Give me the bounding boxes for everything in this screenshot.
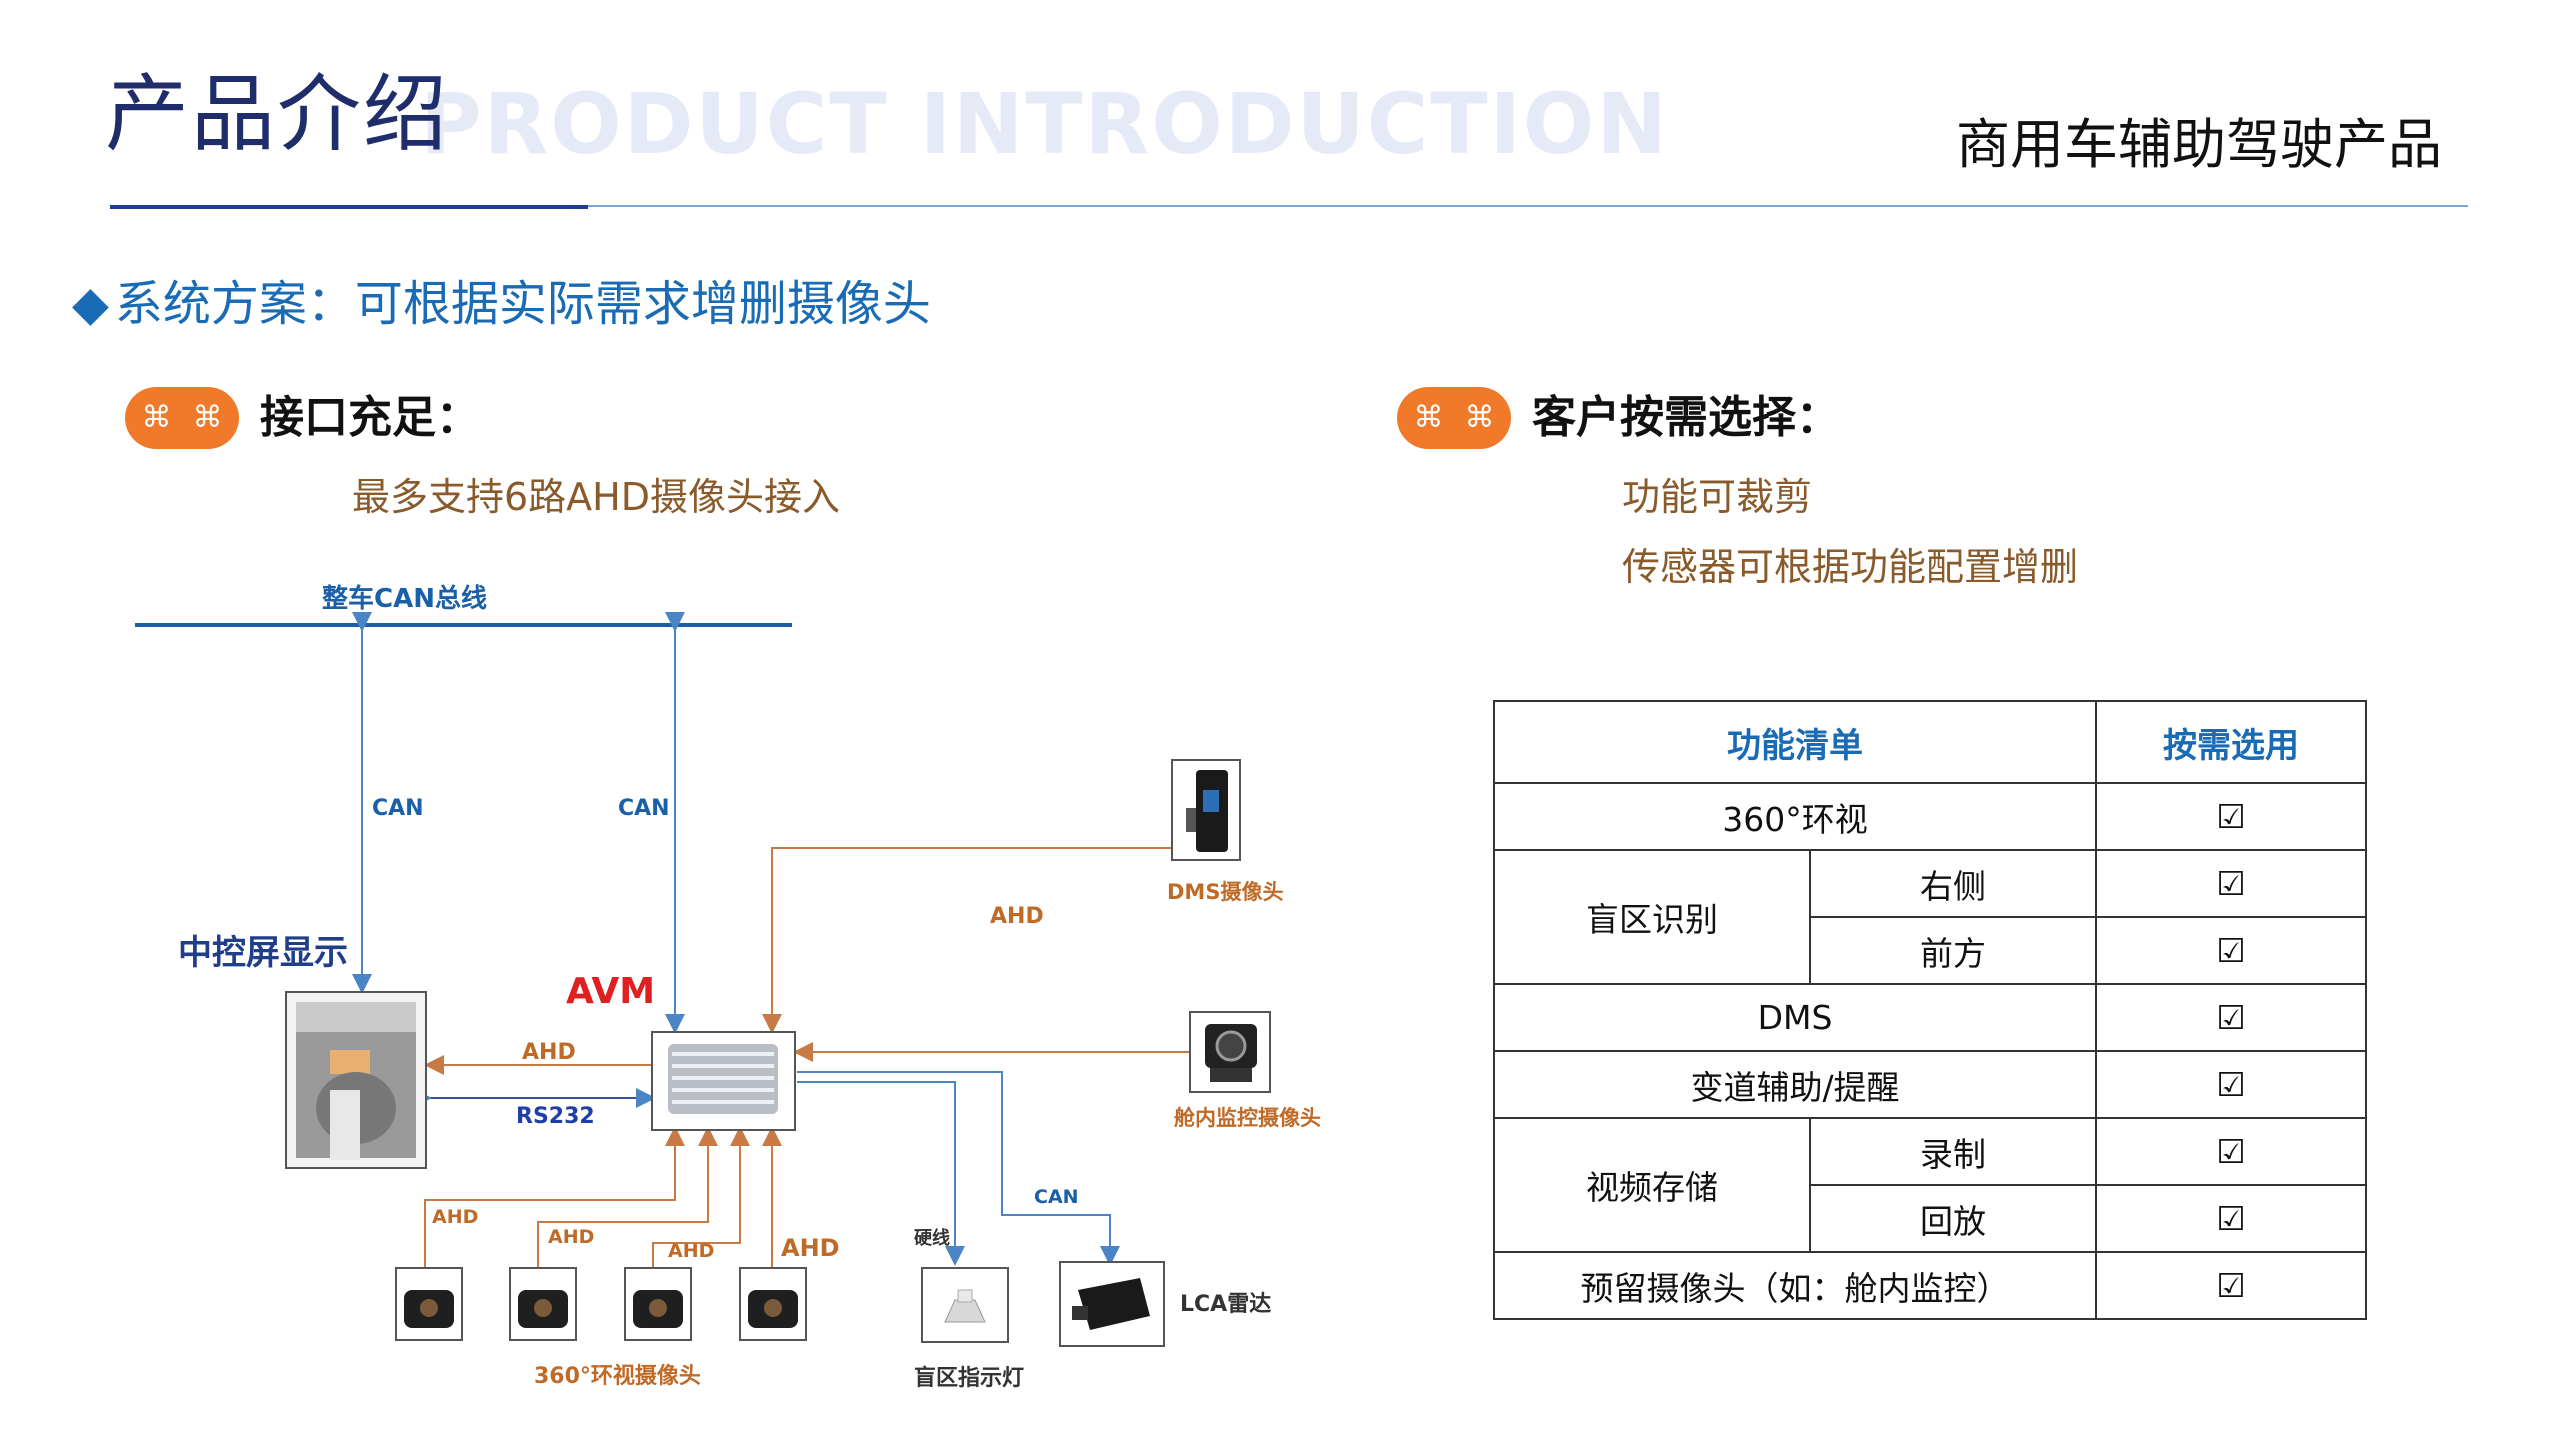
feature-group-cell: 视频存储 [1493, 1117, 1811, 1253]
central-display-device [285, 991, 427, 1169]
table-row: 回放 ☑ [1494, 1184, 2367, 1253]
avm-label: AVM [566, 971, 656, 1012]
feature-cell: 360°环视 [1493, 782, 2097, 851]
knot-icon: ⌘ [192, 400, 223, 435]
interface-heading: 接口充足： [260, 392, 480, 443]
ahd-label-dms: AHD [990, 904, 1044, 929]
knot-icon: ⌘ [1413, 400, 1444, 435]
product-category-title: 商用车辅助驾驶产品 [1956, 113, 2442, 176]
central-display-label: 中控屏显示 [178, 933, 348, 973]
check-icon: ☑ [2095, 1117, 2367, 1186]
header-rule [588, 205, 2468, 207]
can-label-left: CAN [372, 796, 424, 821]
hardwire-link [797, 1081, 965, 1266]
feature-table: 功能清单 按需选用 360°环视 ☑ 盲区识别 右侧 ☑ 前方 ☑ DMS ☑ … [1493, 700, 2367, 1320]
avm-unit [651, 1031, 796, 1131]
blind-light-label: 盲区指示灯 [914, 1366, 1025, 1391]
section-heading-text: 系统方案：可根据实际需求增删摄像头 [114, 276, 931, 332]
check-icon: ☑ [2095, 849, 2367, 918]
feature-cell: DMS [1493, 983, 2097, 1052]
check-icon: ☑ [2095, 1050, 2367, 1119]
blind-spot-light-device [921, 1267, 1009, 1343]
feature-group-cell: 盲区识别 [1493, 849, 1811, 985]
choice-line-1: 功能可裁剪 [1622, 475, 1813, 519]
badge-icon: ⌘⌘ [125, 387, 239, 449]
choice-line-2: 传感器可根据功能配置增删 [1622, 545, 2079, 589]
knot-icon: ⌘ [141, 400, 172, 435]
table-row: 360°环视 ☑ [1493, 782, 2367, 851]
title-english-watermark: PRODUCT INTRODUCTION [420, 75, 1669, 173]
surround-camera-2 [509, 1267, 577, 1341]
rs232-label: RS232 [516, 1104, 595, 1129]
feature-sub-cell: 右侧 [1809, 849, 2097, 918]
header-optional: 按需选用 [2095, 700, 2367, 784]
check-icon: ☑ [2095, 1184, 2367, 1253]
cabin-camera-label: 舱内监控摄像头 [1174, 1106, 1321, 1130]
feature-cell: 变道辅助/提醒 [1493, 1050, 2097, 1119]
surround-camera-3 [624, 1267, 692, 1341]
feature-sub-cell: 前方 [1809, 916, 2097, 985]
dms-camera-label: DMS摄像头 [1167, 880, 1284, 904]
lca-radar-device [1059, 1261, 1165, 1347]
check-icon: ☑ [2095, 916, 2367, 985]
table-header-row: 功能清单 按需选用 [1493, 700, 2367, 784]
ahd-link-dms [762, 847, 1172, 1034]
table-row: 预留摄像头（如：舱内监控） ☑ [1493, 1251, 2367, 1320]
header-feature-list: 功能清单 [1493, 700, 2097, 784]
can-label-lca: CAN [1034, 1186, 1079, 1208]
ahd-link-cam1 [424, 1126, 685, 1268]
ahd-link-cam3 [652, 1126, 750, 1268]
can-bus-label: 整车CAN总线 [322, 584, 487, 614]
feature-sub-cell: 录制 [1809, 1117, 2097, 1186]
can-label-mid: CAN [618, 796, 670, 821]
table-row: DMS ☑ [1493, 983, 2367, 1052]
feature-sub-cell: 回放 [1809, 1184, 2097, 1253]
surround-cameras-label: 360°环视摄像头 [534, 1364, 701, 1389]
check-icon: ☑ [2095, 983, 2367, 1052]
ahd-label-cam3: AHD [668, 1240, 715, 1262]
section-heading: ◆系统方案：可根据实际需求增删摄像头 [72, 278, 931, 331]
surround-camera-4 [739, 1267, 807, 1341]
customer-choice-heading: 客户按需选择： [1532, 392, 1840, 443]
ahd-label-cam1: AHD [432, 1206, 479, 1228]
hardwire-label: 硬线 [914, 1228, 950, 1249]
table-row: 前方 ☑ [1494, 916, 2367, 985]
feature-cell: 预留摄像头（如：舱内监控） [1493, 1251, 2097, 1320]
cabin-camera-device [1189, 1011, 1271, 1093]
dms-camera-device [1171, 759, 1241, 861]
check-icon: ☑ [2095, 782, 2367, 851]
table-row: 盲区识别 右侧 ☑ [1493, 849, 2367, 985]
can-link-lca [797, 1071, 1120, 1266]
table-row: 视频存储 录制 ☑ [1493, 1117, 2367, 1253]
ahd-label-cam2: AHD [548, 1226, 595, 1248]
interface-desc: 最多支持6路AHD摄像头接入 [352, 475, 841, 519]
diamond-bullet-icon: ◆ [72, 276, 109, 332]
header-rule-accent [110, 205, 588, 209]
knot-icon: ⌘ [1464, 400, 1495, 435]
lca-radar-label: LCA雷达 [1180, 1292, 1272, 1317]
ahd-link-cam2 [537, 1126, 718, 1268]
badge-icon: ⌘⌘ [1397, 387, 1511, 449]
page-title: 产品介绍 [105, 65, 450, 163]
ahd-label-display: AHD [522, 1040, 576, 1065]
ahd-label-cam4: AHD [781, 1234, 840, 1262]
table-row: 变道辅助/提醒 ☑ [1493, 1050, 2367, 1119]
surround-camera-1 [395, 1267, 463, 1341]
check-icon: ☑ [2095, 1251, 2367, 1320]
